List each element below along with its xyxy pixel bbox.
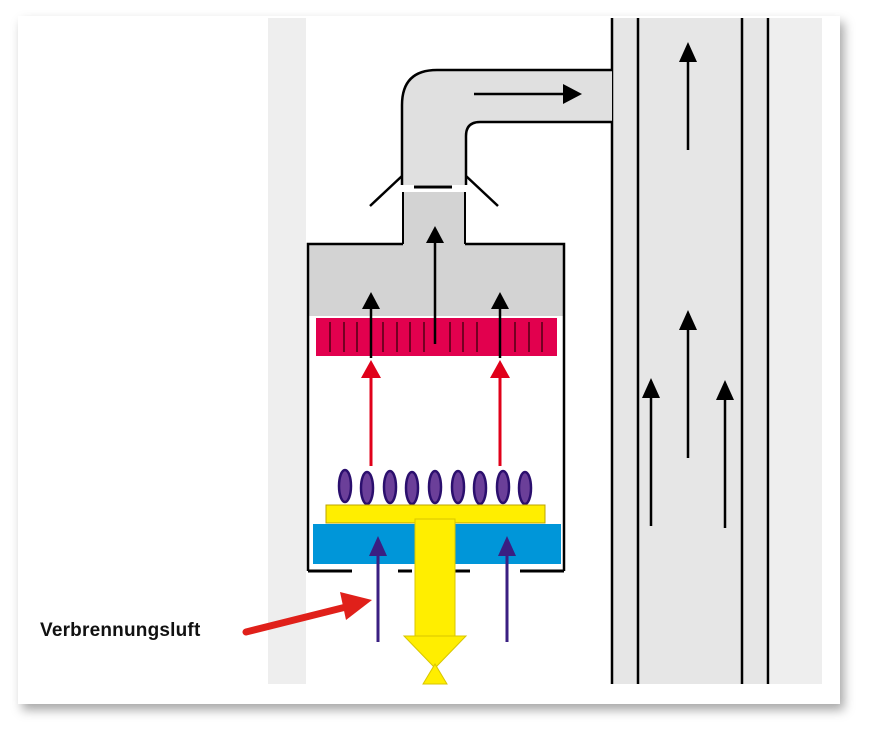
combustion-air-arrows [369,536,516,642]
left-wall-panel [268,18,306,684]
combustion-air-label: Verbrennungsluft [40,620,201,641]
draught-diverter [369,175,499,207]
burner-flames [337,468,533,506]
gas-supply-pipe [402,518,468,685]
chimney [610,18,770,684]
chimney-shaft [612,18,768,684]
chimney-flow-arrows [474,42,734,528]
heat-exchanger [316,318,557,356]
right-wall-panel [770,18,822,684]
air-pointer-arrow [242,592,372,636]
hot-gas-arrows [361,360,510,466]
flue-gas-arrows [362,226,509,358]
flue-pipe [400,68,612,185]
